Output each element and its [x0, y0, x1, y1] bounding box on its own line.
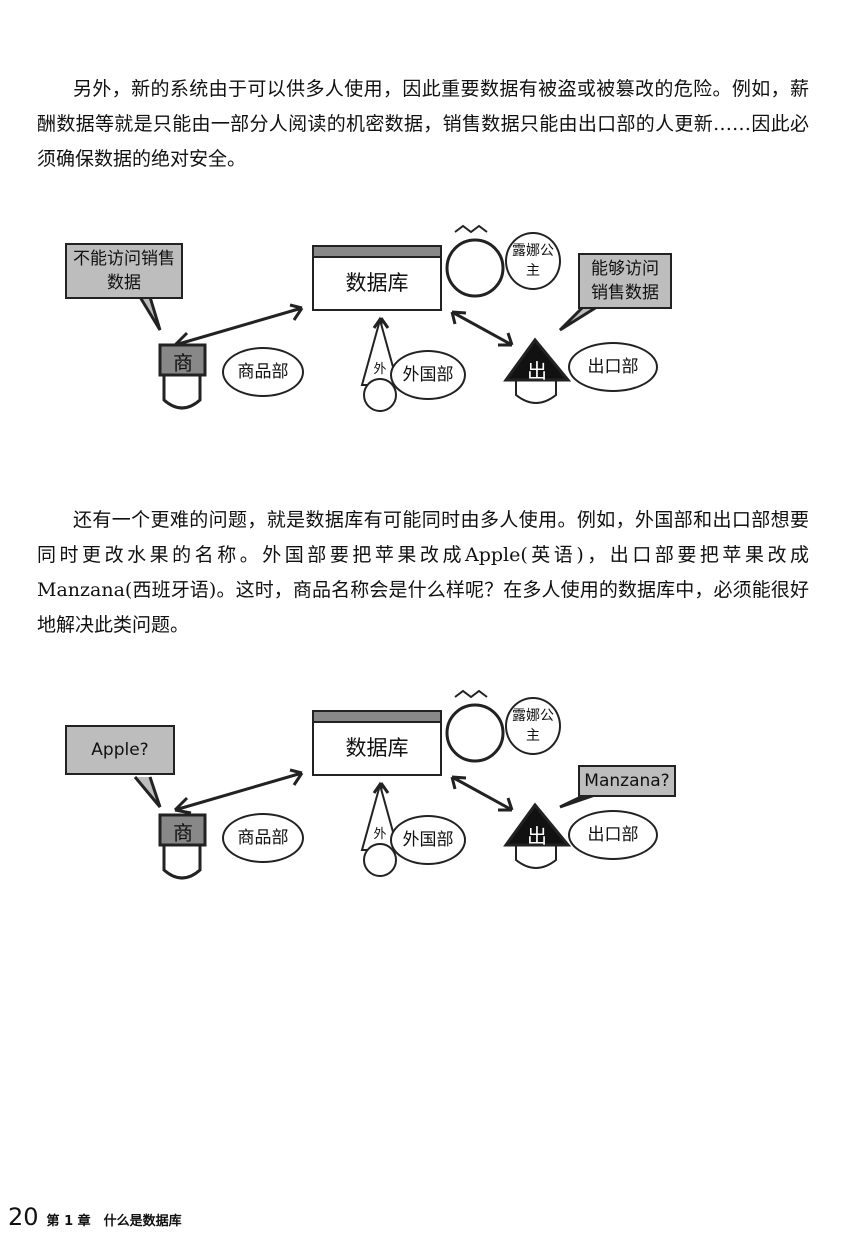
note-apple: Apple? [65, 725, 175, 775]
dept-export-bubble: 出口部 [568, 342, 658, 392]
paragraph-security: 另外，新的系统由于可以供多人使用，因此重要数据有被盗或被篡改的危险。例如，薪酬数… [37, 78, 809, 170]
hat-foreign: 外 [373, 827, 387, 842]
hat-goods: 商 [173, 821, 193, 845]
hat-foreign: 外 [373, 362, 387, 377]
page-footer: 20 第 1 章 什么是数据库 [8, 1203, 182, 1231]
hat-export: 出 [527, 824, 547, 848]
chapter-title: 第 1 章 什么是数据库 [46, 1214, 182, 1229]
dept-foreign-bubble: 外国部 [390, 350, 466, 400]
dept-goods-bubble: 商品部 [222, 813, 304, 863]
database-box: 数据库 [312, 245, 442, 311]
note-can-access: 能够访问销售数据 [578, 253, 672, 309]
diagram-access-control: 不能访问销售数据 数据库 露娜公主 能够访问销售数据 商 商品部 外 外国部 出… [40, 220, 720, 420]
princess-bubble: 露娜公主 [505, 232, 561, 290]
diagram-drawing [138, 224, 601, 412]
database-label: 数据库 [345, 736, 409, 760]
database-label: 数据库 [345, 271, 409, 295]
page-number: 20 [8, 1203, 39, 1231]
hat-export: 出 [527, 359, 547, 383]
note-manzana: Manzana? [578, 765, 676, 797]
note-no-access: 不能访问销售数据 [65, 243, 183, 299]
paragraph-concurrency: 还有一个更难的问题，就是数据库有可能同时由多人使用。例如，外国部和出口部想要同时… [37, 509, 809, 636]
dept-goods-bubble: 商品部 [222, 347, 304, 397]
dept-foreign-bubble: 外国部 [390, 815, 466, 865]
dept-export-bubble: 出口部 [568, 810, 658, 860]
hat-goods: 商 [173, 351, 193, 375]
diagram-concurrent-update: Apple? 数据库 露娜公主 Manzana? 商 商品部 外 外国部 出 出… [40, 685, 720, 885]
database-box: 数据库 [312, 710, 442, 776]
princess-bubble: 露娜公主 [505, 697, 561, 755]
diagram-drawing [133, 689, 596, 880]
